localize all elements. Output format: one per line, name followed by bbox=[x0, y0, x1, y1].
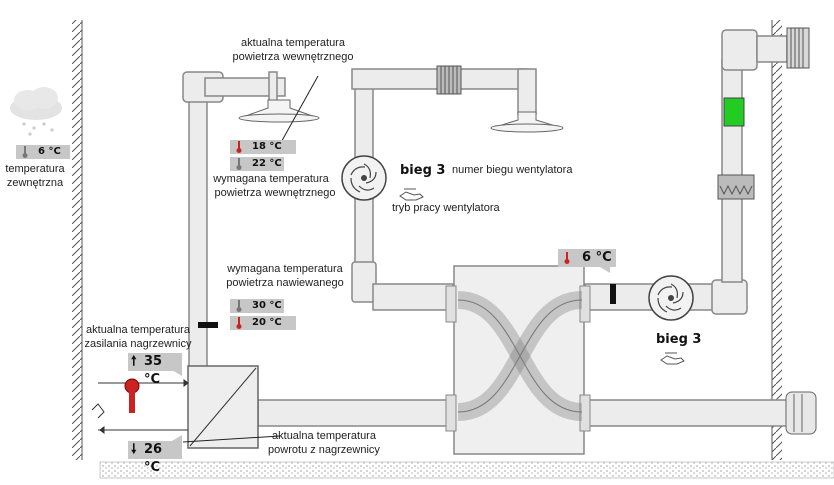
arrow-down-icon: 🠗 bbox=[131, 442, 137, 457]
indoor-required-label-2: powietrza wewnętrznego bbox=[214, 187, 336, 199]
heater-supply-value: 35 °C bbox=[144, 354, 163, 387]
fan-1-gear-label: numer biegu wentylatora bbox=[452, 164, 573, 176]
hand-icon-1 bbox=[399, 188, 424, 201]
pointer-return bbox=[172, 435, 182, 441]
right-wall bbox=[771, 20, 782, 460]
indoor-actual-value: 18 °C bbox=[252, 141, 282, 152]
thermometer-red-icon bbox=[564, 252, 570, 264]
thermometer-red-icon bbox=[236, 141, 242, 153]
thermometer-gray-icon bbox=[236, 158, 242, 170]
heater-return-label-1: aktualna temperatura bbox=[272, 430, 376, 442]
outdoor-temp-value: 6 °C bbox=[38, 146, 61, 157]
floor bbox=[99, 461, 834, 479]
indoor-actual-label-1: aktualna temperatura bbox=[241, 37, 345, 49]
indoor-actual-label-2: powietrza wewnętrznego bbox=[232, 51, 354, 63]
filter-green bbox=[723, 97, 745, 127]
heater-return-badge: 🠗 26 °C bbox=[128, 441, 182, 475]
fan-2-graphic bbox=[648, 275, 694, 321]
heater-return-value: 26 °C bbox=[144, 442, 163, 475]
heater-supply-label-2: zasilania nagrzewnicy bbox=[84, 338, 192, 350]
diffuser-right bbox=[490, 111, 564, 133]
pointer-intake bbox=[600, 267, 610, 273]
outdoor-label-2: zewnętrzna bbox=[6, 177, 64, 189]
silencer-right bbox=[717, 174, 755, 200]
diffuser-left bbox=[238, 99, 320, 123]
silencer-top bbox=[436, 65, 462, 95]
arrow-up-icon: 🠕 bbox=[131, 354, 137, 369]
outlet-grille bbox=[785, 391, 817, 435]
sensor-supply bbox=[198, 322, 218, 328]
supply-required-label-2: powietrza nawiewanego bbox=[226, 277, 344, 289]
fan-1-gear[interactable]: bieg 3 bbox=[400, 163, 446, 178]
outdoor-temp-badge: 6 °C bbox=[16, 145, 70, 159]
heater-return-label-2: powrotu z nagrzewnicy bbox=[268, 444, 380, 456]
water-pipes bbox=[91, 379, 189, 434]
fan-1-graphic bbox=[341, 155, 387, 201]
pointer-supply bbox=[172, 370, 182, 376]
cloud-icon bbox=[10, 87, 62, 136]
leader-lines bbox=[182, 75, 319, 443]
fan-1-mode-label[interactable]: tryb pracy wentylatora bbox=[392, 202, 500, 214]
indoor-required-badge: 22 °C bbox=[230, 157, 284, 171]
heater bbox=[187, 365, 259, 449]
hand-icon-2 bbox=[660, 352, 685, 365]
valve-red bbox=[124, 378, 140, 413]
heater-supply-badge: 🠕 35 °C bbox=[128, 353, 182, 387]
inlet-thread bbox=[786, 27, 810, 69]
indoor-actual-badge: 18 °C bbox=[230, 140, 296, 154]
outdoor-label-1: temperatura bbox=[5, 163, 65, 175]
fan-2-gear[interactable]: bieg 3 bbox=[656, 332, 702, 347]
supply-required-label-1: wymagana temperatura bbox=[227, 263, 343, 275]
intake-temp-badge: 6 °C bbox=[558, 249, 616, 267]
supply-required-value: 30 °C bbox=[252, 300, 282, 311]
thermometer-gray-icon bbox=[236, 300, 242, 312]
indoor-required-label-1: wymagana temperatura bbox=[213, 173, 329, 185]
thermometer-red-icon bbox=[236, 317, 242, 329]
heater-supply-label-1: aktualna temperatura bbox=[86, 324, 190, 336]
supply-required-badge: 30 °C bbox=[230, 299, 284, 313]
heat-exchanger bbox=[445, 265, 591, 455]
thermometer-gray-icon bbox=[22, 146, 28, 158]
sensor-intake bbox=[610, 284, 616, 304]
supply-actual-value: 20 °C bbox=[252, 317, 282, 328]
intake-temp-value: 6 °C bbox=[582, 250, 612, 265]
supply-actual-badge: 20 °C bbox=[230, 316, 296, 330]
indoor-required-value: 22 °C bbox=[252, 158, 282, 169]
left-wall bbox=[72, 20, 83, 460]
